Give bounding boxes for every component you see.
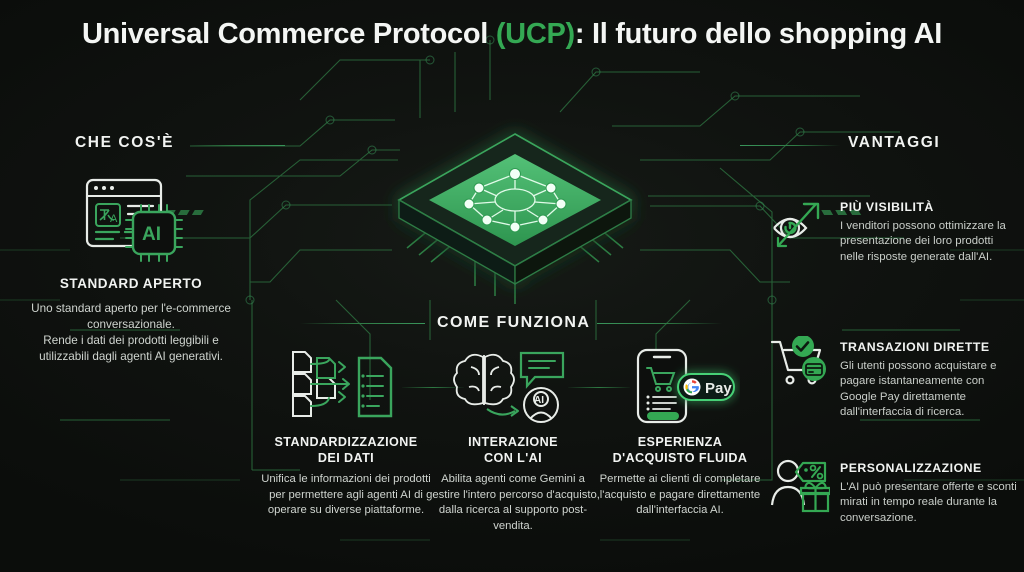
divider-how-it-works-left xyxy=(300,323,425,324)
benefit-description-personalization: L'AI può presentare offerte e sconti mir… xyxy=(840,481,1017,524)
section-heading-benefits: VANTAGGI xyxy=(848,134,941,151)
step-connector-1-2 xyxy=(402,387,464,388)
person-discount-gift-icon xyxy=(770,457,830,519)
section-heading-how-it-works: COME FUNZIONA xyxy=(437,314,591,331)
brain-chat-ai-avatar-icon: AI xyxy=(425,345,601,427)
divider-benefits xyxy=(740,145,840,146)
eye-arrow-up-icon xyxy=(770,196,830,258)
svg-text:A: A xyxy=(110,213,118,225)
benefit-description-visibility: I venditori possono ottimizzare la prese… xyxy=(840,220,1006,263)
what-is-block: A AI STANDARD APERTO Uno standard aperto… xyxy=(18,170,244,365)
section-heading-what-is: CHE COS'È xyxy=(75,134,175,151)
benefit-row-personalization: PERSONALIZZAZIONE L'AI può presentare of… xyxy=(770,457,1018,526)
svg-text:AI: AI xyxy=(534,395,544,406)
how-step-3-description: Permette ai clienti di completare l'acqu… xyxy=(599,473,761,517)
step-connector-2-3 xyxy=(568,387,630,388)
what-is-description: Uno standard aperto per l'e-commerce con… xyxy=(31,301,231,363)
divider-how-it-works-right xyxy=(597,323,722,324)
page-title-part1: Universal Commerce Protocol xyxy=(81,18,496,50)
divider-what-is xyxy=(190,145,285,146)
how-step-1-title: STANDARDIZZAZIONE DEI DATI xyxy=(274,435,418,465)
cart-check-card-icon xyxy=(770,336,830,398)
how-step-1: STANDARDIZZAZIONE DEI DATI Unifica le in… xyxy=(258,345,434,519)
page-title: Universal Commerce Protocol (UCP): Il fu… xyxy=(0,18,1024,51)
how-step-2-title: INTERAZIONE CON L'AI xyxy=(468,435,558,465)
svg-text:AI: AI xyxy=(142,224,161,245)
what-is-title: STANDARD APERTO xyxy=(59,276,203,291)
page-title-part2: : Il futuro dello shopping AI xyxy=(574,18,943,50)
gpay-badge-label: Pay xyxy=(705,380,732,397)
how-step-2-description: Abilita agenti come Gemini a gestire l'i… xyxy=(426,473,600,532)
phone-google-pay-icon: Pay xyxy=(592,345,768,427)
benefit-title-transactions: TRANSAZIONI DIRETTE xyxy=(840,340,990,354)
isometric-network-chip-icon xyxy=(397,133,633,304)
benefit-description-transactions: Gli utenti possono acquistare e pagare i… xyxy=(840,360,997,419)
central-chip-graphic xyxy=(345,100,685,310)
page-title-highlight: (UCP) xyxy=(495,18,575,50)
how-step-2: AI INTERAZIONE CON L'AI Abilita agenti c… xyxy=(425,345,601,534)
documents-standardization-icon xyxy=(258,345,434,427)
benefit-title-visibility: PIÙ VISIBILITÀ xyxy=(840,200,934,214)
how-step-1-description: Unifica le informazioni dei prodotti per… xyxy=(261,473,431,517)
benefit-row-visibility: PIÙ VISIBILITÀ I venditori possono ottim… xyxy=(770,196,1018,265)
how-step-3: Pay ESPERIENZA D'ACQUISTO FLUIDA Permett… xyxy=(592,345,768,519)
benefit-row-transactions: TRANSAZIONI DIRETTE Gli utenti possono a… xyxy=(770,336,1018,421)
browser-translate-ai-chip-icon: A AI xyxy=(18,170,244,270)
how-step-3-title: ESPERIENZA D'ACQUISTO FLUIDA xyxy=(612,435,748,465)
benefit-title-personalization: PERSONALIZZAZIONE xyxy=(840,461,982,475)
